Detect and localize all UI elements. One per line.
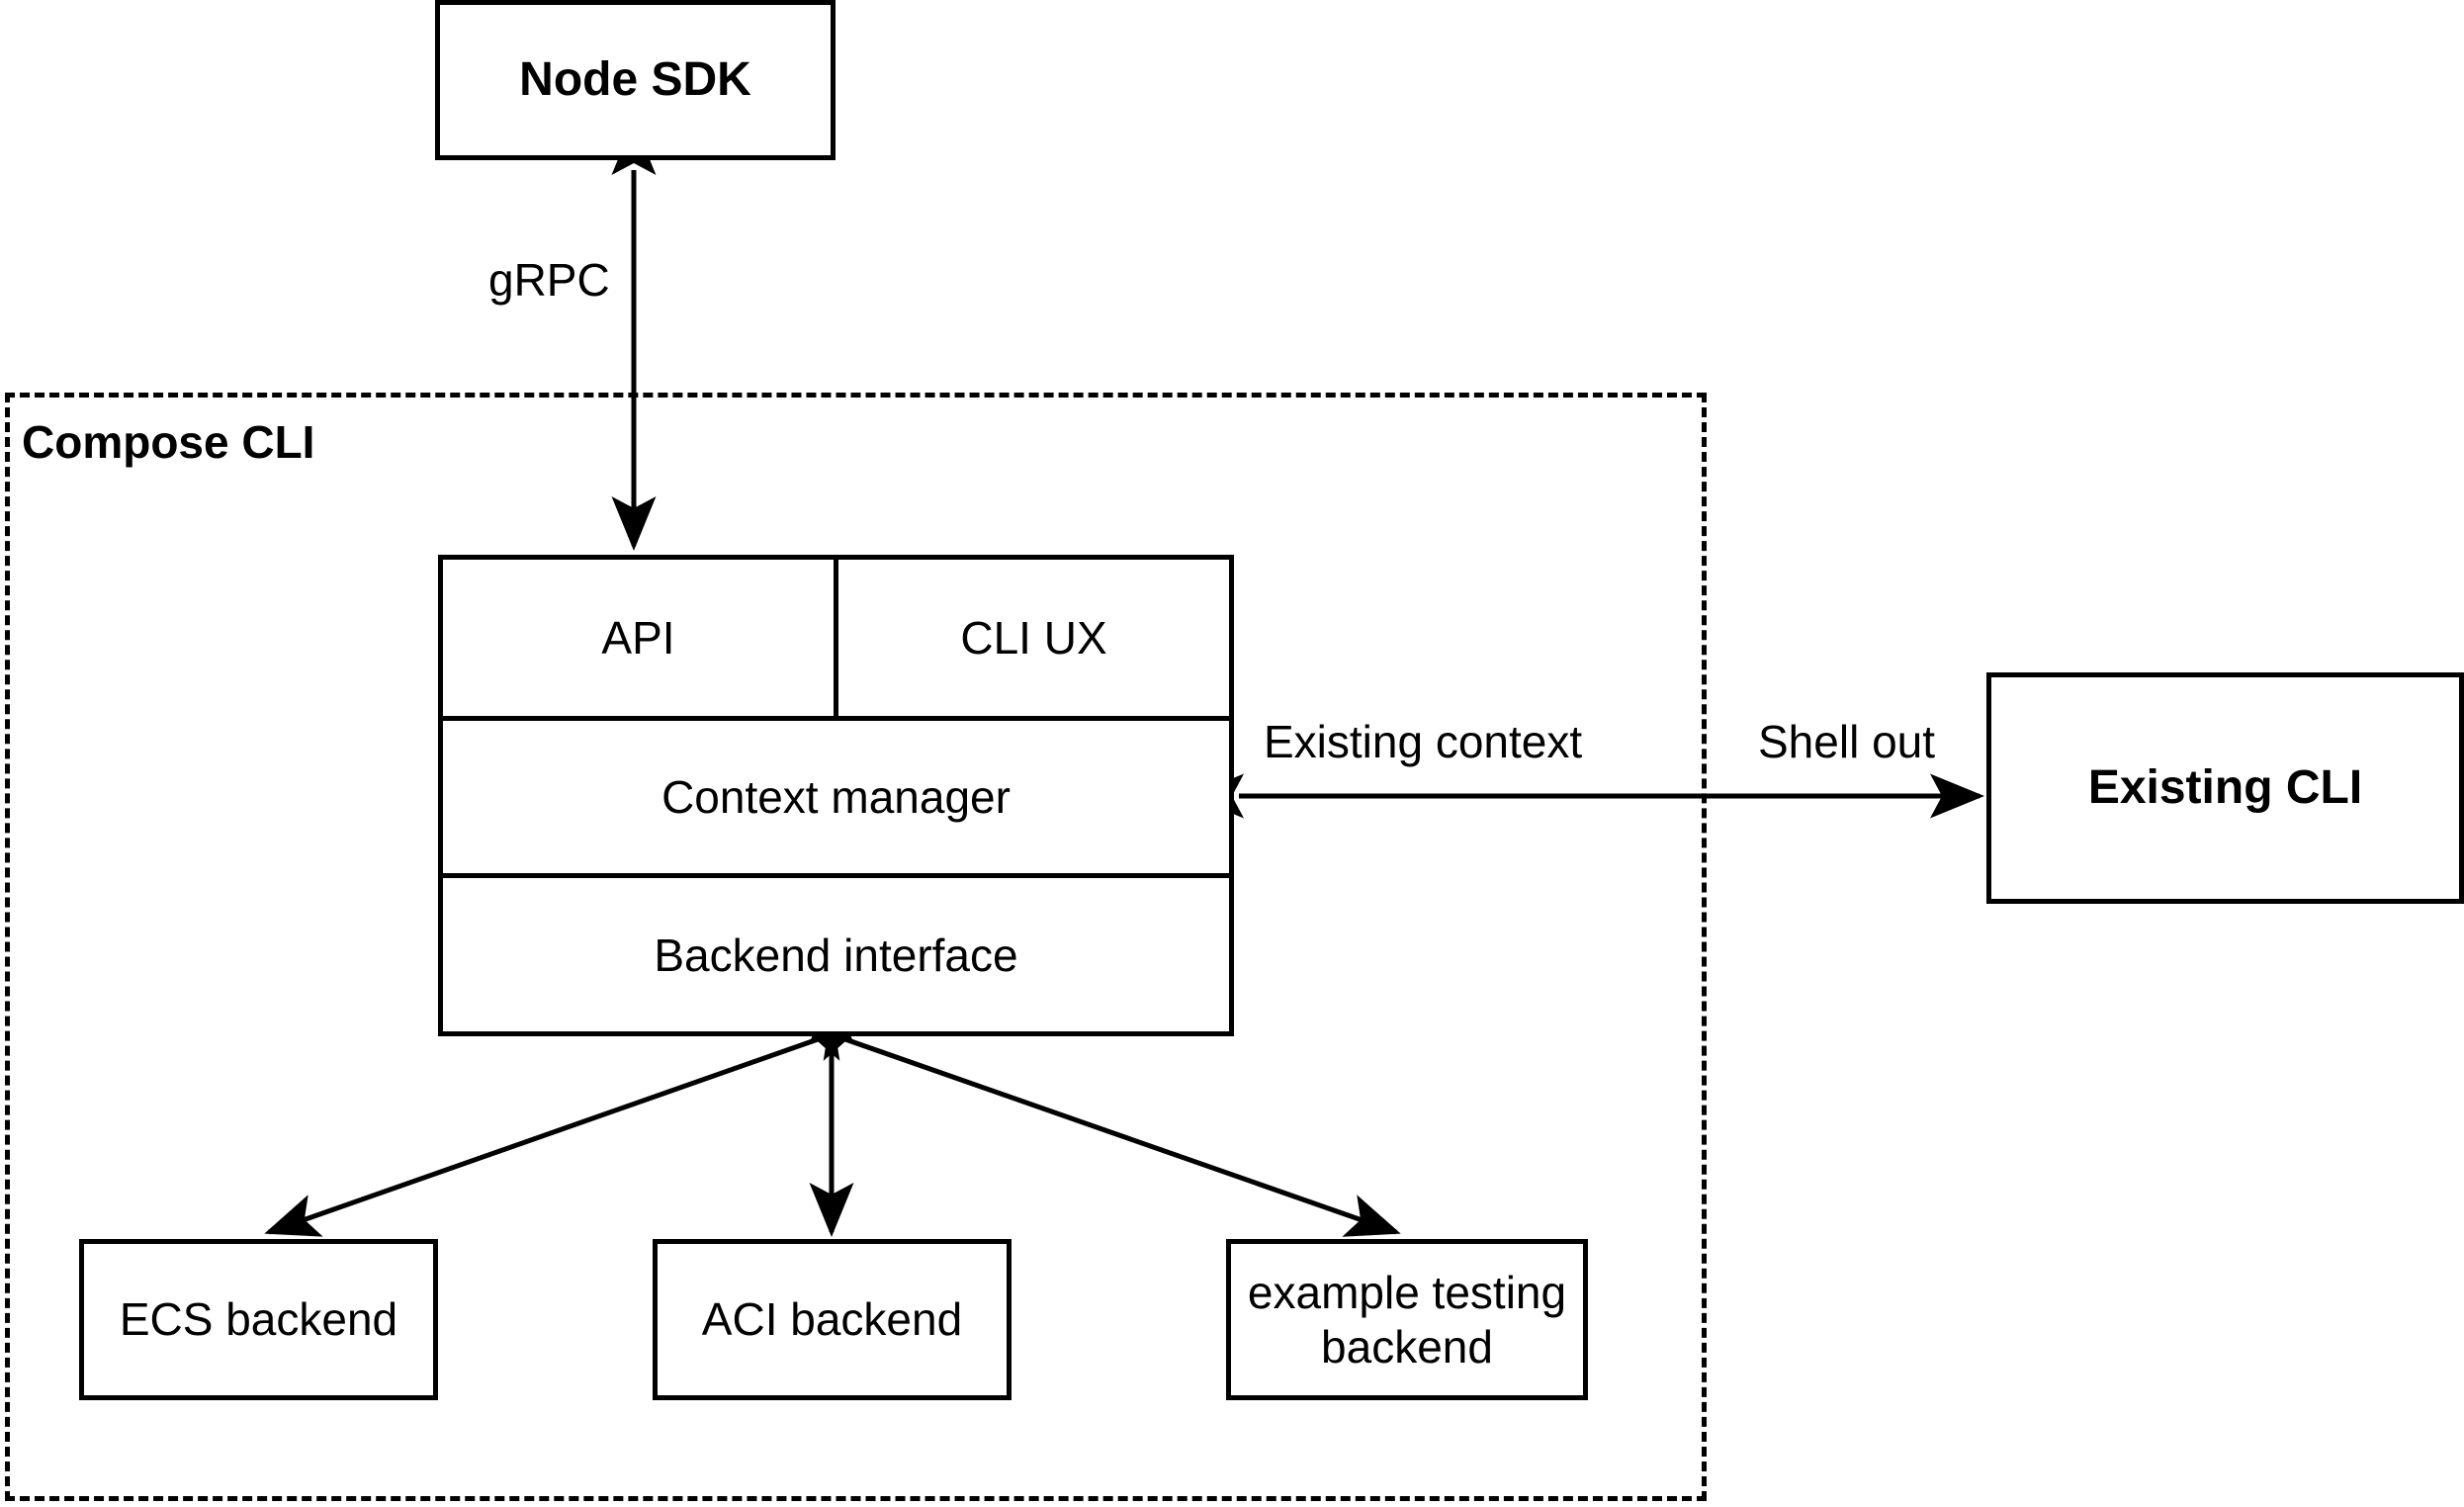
node-example-testing-backend-label-line2: backend xyxy=(1321,1320,1493,1373)
node-cli-ux-label: CLI UX xyxy=(960,612,1107,664)
node-existing-cli[interactable]: Existing CLI xyxy=(1986,672,2464,904)
node-node-sdk-label: Node SDK xyxy=(519,52,751,106)
node-example-testing-backend-label-line1: example testing xyxy=(1247,1267,1567,1319)
node-aci-backend-label: ACI backend xyxy=(701,1293,963,1346)
node-aci-backend[interactable]: ACI backend xyxy=(653,1239,1012,1400)
node-example-testing-backend-label: example testing backend xyxy=(1248,1266,1566,1374)
core-row-backend-interface: Backend interface xyxy=(443,873,1229,1031)
compose-cli-core-stack: API CLI UX Context manager Backend inter… xyxy=(438,555,1234,1036)
node-backend-interface-label: Backend interface xyxy=(654,929,1018,981)
node-ecs-backend-label: ECS backend xyxy=(119,1293,398,1346)
edge-label-grpc: gRPC xyxy=(483,253,616,307)
node-context-manager-label: Context manager xyxy=(661,771,1011,823)
node-backend-interface[interactable]: Backend interface xyxy=(443,878,1229,1031)
node-ecs-backend[interactable]: ECS backend xyxy=(79,1239,438,1400)
compose-cli-group-label: Compose CLI xyxy=(22,416,315,468)
compose-cli-group-boundary xyxy=(5,393,1707,1501)
node-api-label: API xyxy=(601,612,675,664)
node-example-testing-backend[interactable]: example testing backend xyxy=(1226,1239,1588,1400)
node-cli-ux[interactable]: CLI UX xyxy=(834,560,1229,716)
node-node-sdk[interactable]: Node SDK xyxy=(435,0,836,160)
node-api[interactable]: API xyxy=(443,560,834,716)
node-context-manager[interactable]: Context manager xyxy=(443,721,1229,873)
core-row-context-manager: Context manager xyxy=(443,716,1229,873)
edge-label-shell-out: Shell out xyxy=(1752,715,1942,768)
node-existing-cli-label: Existing CLI xyxy=(2087,760,2363,814)
edge-label-existing-context: Existing context xyxy=(1258,715,1589,768)
core-row-api-cliux: API CLI UX xyxy=(443,560,1229,716)
